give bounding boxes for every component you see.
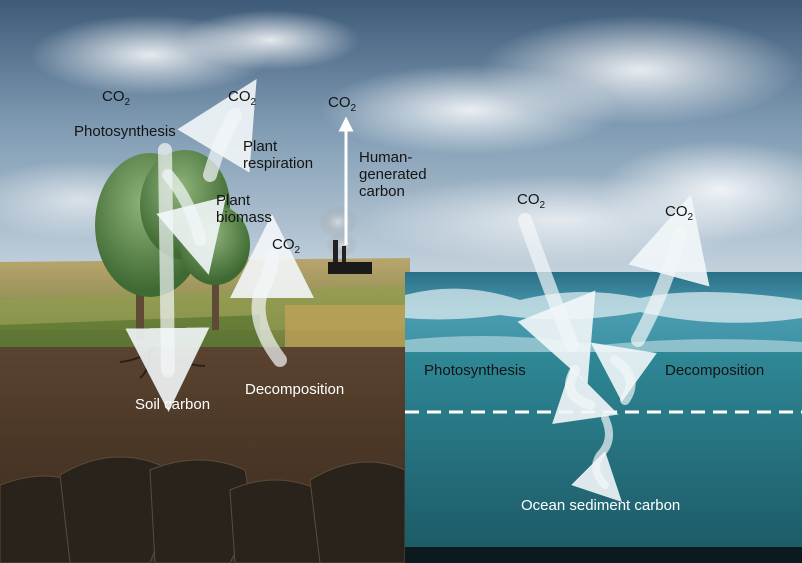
label-photosynthesis-ocean: Photosynthesis — [424, 362, 526, 379]
arrow-ocean-co2-in — [517, 213, 596, 384]
arrow-ocean-cycle-right — [590, 342, 657, 405]
label-plant-biomass: Plant biomass — [216, 192, 272, 226]
label-human-generated-carbon: Human- generated carbon — [359, 149, 427, 200]
rock-bed — [0, 456, 406, 563]
arrow-plant-respiration-up — [177, 78, 257, 182]
label-photosynthesis-land: Photosynthesis — [74, 123, 176, 140]
factory — [318, 206, 372, 274]
co2-label-human: CO2 — [328, 94, 357, 114]
label-soil-carbon: Soil carbon — [135, 396, 211, 413]
co2-label-respiration: CO2 — [228, 88, 257, 108]
co2-label-ocean-in: CO2 — [517, 191, 546, 211]
label-ocean-sediment-carbon: Ocean sediment carbon — [521, 497, 681, 514]
flow-arrows — [125, 78, 710, 502]
label-decomposition-ocean: Decomposition — [665, 362, 765, 379]
arrow-ocean-cycle-left — [552, 365, 619, 424]
arrow-plant-biomass — [156, 169, 227, 275]
co2-label-ocean-out: CO2 — [665, 203, 694, 223]
wave-crest — [405, 288, 802, 323]
arrow-ocean-sediment — [571, 414, 622, 502]
label-decomposition-land: Decomposition — [245, 381, 345, 398]
arrow-decomposition-up — [229, 214, 314, 367]
arrow-ocean-co2-out — [628, 194, 710, 347]
co2-label-photosynthesis: CO2 — [102, 88, 131, 108]
ocean-floor — [405, 547, 802, 563]
co2-label-decomposition: CO2 — [272, 236, 301, 256]
label-plant-respiration: Plant respiration — [243, 138, 314, 172]
